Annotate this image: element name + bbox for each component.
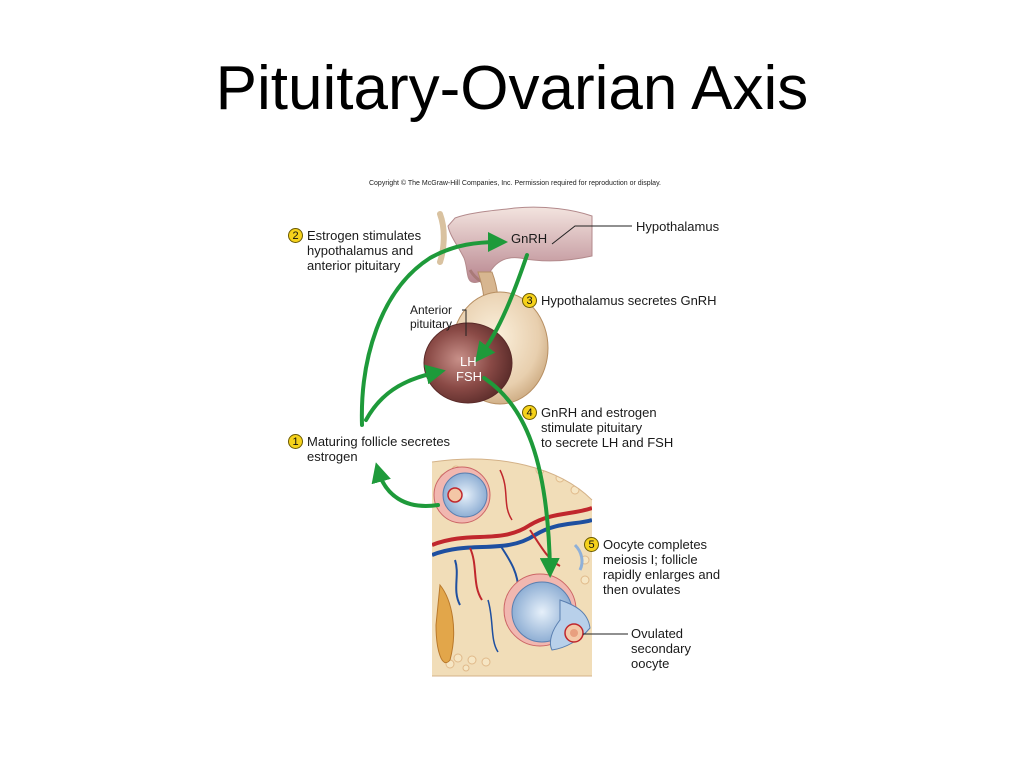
label-ovulated-oocyte: Ovulated secondary oocyte bbox=[631, 626, 691, 671]
copyright-notice: Copyright © The McGraw-Hill Companies, I… bbox=[368, 180, 661, 187]
step-4: 4 GnRH and estrogen stimulate pituitary … bbox=[522, 405, 673, 450]
step-2-badge: 2 bbox=[288, 228, 303, 243]
step-1: 1 Maturing follicle secretes estrogen bbox=[288, 434, 450, 464]
step-5-badge: 5 bbox=[584, 537, 599, 552]
label-anterior-pituitary: Anterior pituitary bbox=[410, 303, 453, 331]
step-1-text: Maturing follicle secretes estrogen bbox=[307, 434, 451, 464]
arrow-follicle-to-estrogen bbox=[371, 462, 440, 508]
step-3-text: Hypothalamus secretes GnRH bbox=[541, 293, 717, 308]
ovary-outline bbox=[431, 458, 593, 677]
step-3-badge: 3 bbox=[522, 293, 537, 308]
label-fsh: FSH bbox=[456, 369, 482, 384]
arrow-pituitary-to-ovary bbox=[482, 376, 560, 578]
step-5-text: Oocyte completes meiosis I; follicle rap… bbox=[603, 537, 721, 597]
label-hypothalamus: Hypothalamus bbox=[636, 219, 720, 234]
label-lh: LH bbox=[460, 354, 477, 369]
step-2-text: Estrogen stimulates hypothalamus and ant… bbox=[307, 228, 422, 273]
step-1-badge: 1 bbox=[288, 434, 303, 449]
feedback-arrows bbox=[359, 232, 560, 578]
maturing-follicle bbox=[433, 466, 491, 524]
arrow-estrogen-to-hypothalamus bbox=[359, 232, 508, 427]
leader-lines bbox=[462, 225, 632, 635]
hypothalamus-tissue bbox=[437, 206, 593, 284]
step-5: 5 Oocyte completes meiosis I; follicle r… bbox=[584, 537, 720, 597]
arrow-gnrh-to-pituitary bbox=[475, 253, 529, 363]
slide-title: Pituitary-Ovarian Axis bbox=[215, 54, 809, 123]
step-3: 3 Hypothalamus secretes GnRH bbox=[522, 293, 717, 308]
arrow-estrogen-to-pituitary bbox=[364, 364, 446, 422]
step-4-text: GnRH and estrogen stimulate pituitary to… bbox=[541, 405, 674, 450]
step-2: 2 Estrogen stimulates hypothalamus and a… bbox=[288, 228, 421, 273]
ovulated-oocyte bbox=[564, 623, 584, 643]
step-4-badge: 4 bbox=[522, 405, 537, 420]
label-gnrh: GnRH bbox=[511, 231, 548, 246]
